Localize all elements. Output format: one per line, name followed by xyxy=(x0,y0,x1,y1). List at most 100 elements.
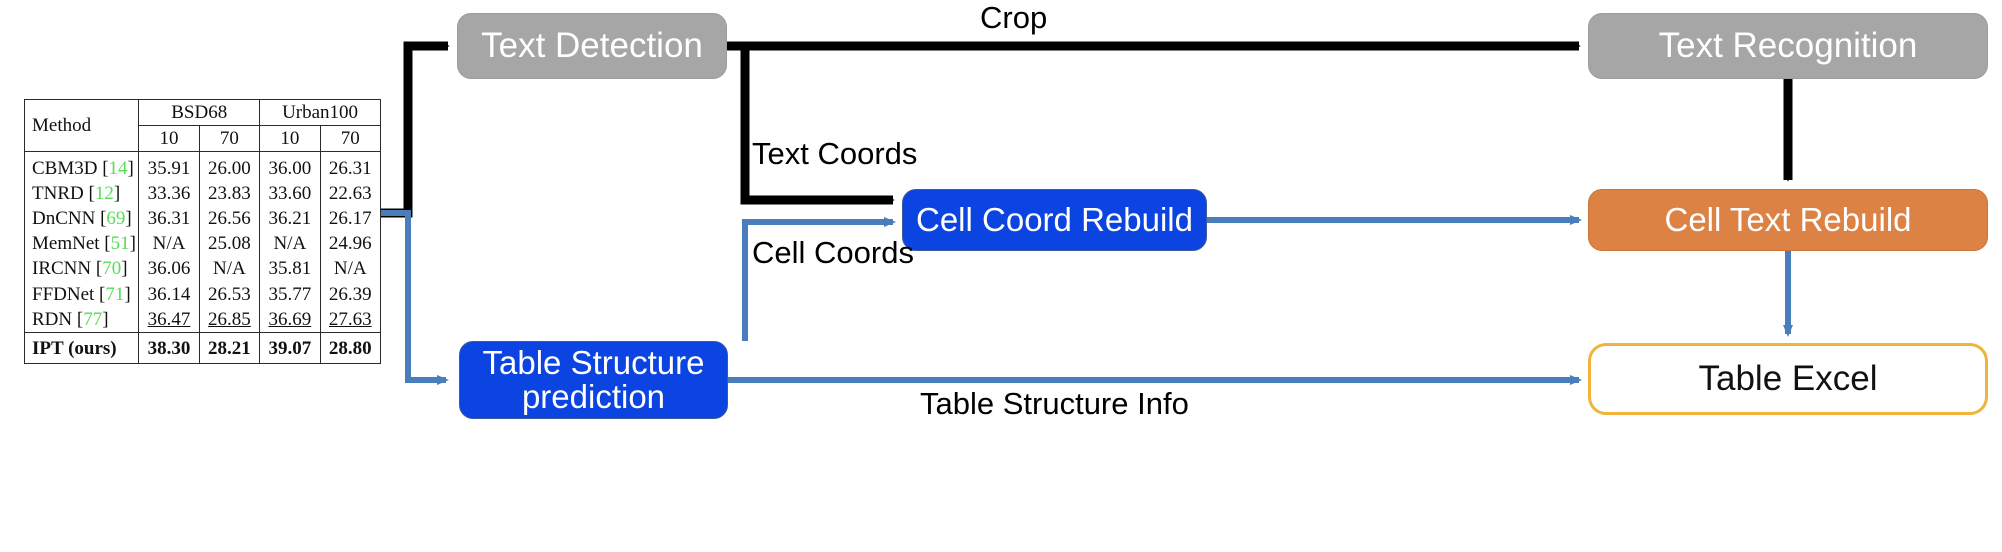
node-text-recognition[interactable]: Text Recognition xyxy=(1588,13,1988,79)
table-cell-value: 27.63 xyxy=(319,306,380,333)
value-text: 36.31 xyxy=(147,208,191,230)
table-row-final: IPT (ours) 38.30 28.21 39.07 28.80 xyxy=(25,332,380,363)
table-cell-value: 26.39 xyxy=(319,281,380,307)
table-cell-value: 33.60 xyxy=(259,181,321,207)
table-sub-header-row: 10 70 10 70 xyxy=(25,125,380,153)
table-cell-method: RDN [77] xyxy=(25,306,139,333)
node-table-structure-prediction-label: Table Structure prediction xyxy=(482,343,705,415)
label-line-1: Table Structure xyxy=(482,343,705,381)
value-text: 26.17 xyxy=(328,208,372,230)
table-cell-value: 36.47 xyxy=(138,306,200,333)
table-cell-value: 35.77 xyxy=(259,281,321,307)
value-text: 33.60 xyxy=(268,183,312,205)
table-cell-method: IPT (ours) xyxy=(25,332,139,363)
node-text-detection[interactable]: Text Detection xyxy=(457,13,727,79)
table-cell-value: 36.06 xyxy=(138,256,200,282)
node-table-excel[interactable]: Table Excel xyxy=(1588,343,1988,415)
table-cell-method: FFDNet [71] xyxy=(32,283,131,305)
value-text: 36.14 xyxy=(147,283,191,305)
value-text: 35.81 xyxy=(268,258,312,280)
table-cell-value: 36.31 xyxy=(138,206,200,232)
value-text: 23.83 xyxy=(208,183,251,205)
value-text: N/A xyxy=(333,258,367,280)
method-name: TNRD xyxy=(32,183,84,205)
node-table-excel-label: Table Excel xyxy=(1698,358,1878,398)
table-cell-value: 35.81 xyxy=(259,256,321,282)
node-cell-coord-rebuild[interactable]: Cell Coord Rebuild xyxy=(902,189,1207,251)
value-text: 27.63 xyxy=(328,308,372,330)
table-cell-value: 28.21 xyxy=(198,332,260,363)
value-text: 33.36 xyxy=(147,183,191,205)
table-cell-value: N/A xyxy=(198,256,260,282)
method-name: IRCNN xyxy=(32,258,92,280)
method-name: RDN xyxy=(32,308,73,330)
table-cell-value: 26.53 xyxy=(198,281,260,307)
value-text: 28.80 xyxy=(328,337,372,359)
node-text-recognition-label: Text Recognition xyxy=(1658,25,1918,65)
citation-ref: 77 xyxy=(83,308,103,330)
method-name: MemNet xyxy=(32,233,100,255)
value-text: 26.53 xyxy=(208,283,251,305)
table-cell-value: 39.07 xyxy=(259,332,321,363)
subheader-urban100-70: 70 xyxy=(319,125,380,153)
node-cell-coord-rebuild-label: Cell Coord Rebuild xyxy=(916,200,1193,238)
edge-label-table-structure-info: Table Structure Info xyxy=(920,386,1189,421)
results-table: Method BSD68 Urban100 10 70 10 70 CBM3D … xyxy=(25,100,380,363)
table-cell-value: 24.96 xyxy=(319,231,380,257)
node-table-structure-prediction[interactable]: Table Structure prediction xyxy=(459,341,728,419)
value-text: 36.69 xyxy=(268,308,312,330)
table-cell-value: N/A xyxy=(259,231,321,257)
value-text: 36.21 xyxy=(268,208,312,230)
node-cell-text-rebuild-label: Cell Text Rebuild xyxy=(1664,200,1912,238)
table-cell-value: 36.00 xyxy=(259,151,321,182)
value-text: 26.56 xyxy=(208,208,251,230)
source-table-figure: Method BSD68 Urban100 10 70 10 70 CBM3D … xyxy=(24,99,381,364)
node-cell-text-rebuild[interactable]: Cell Text Rebuild xyxy=(1588,189,1988,251)
value-text: 38.30 xyxy=(147,337,191,359)
table-cell-value: 23.83 xyxy=(198,181,260,207)
edge-cell-coords xyxy=(742,217,896,341)
value-text: N/A xyxy=(273,233,307,255)
table-row: CBM3D [14]35.91 26.00 36.00 26.31 xyxy=(25,151,380,182)
citation-ref: 14 xyxy=(108,158,128,180)
table-cell-value: 38.30 xyxy=(138,332,200,363)
method-name: IPT (ours) xyxy=(32,337,117,359)
table-cell-value: 28.80 xyxy=(319,332,380,363)
table-cell-value: 26.31 xyxy=(319,151,380,182)
value-text: 26.00 xyxy=(208,158,251,180)
table-cell-value: 22.63 xyxy=(319,181,380,207)
value-text: 26.31 xyxy=(328,158,372,180)
table-cell-method: IRCNN [70] xyxy=(32,258,128,280)
edge-label-text-coords: Text Coords xyxy=(752,136,918,171)
value-text: 39.07 xyxy=(268,337,312,359)
citation-ref: 71 xyxy=(105,283,125,305)
table-cell-method: TNRD [12] xyxy=(32,183,121,205)
edge-source-to-table-structure xyxy=(377,210,449,385)
table-cell-value: 26.56 xyxy=(198,206,260,232)
edge-label-crop: Crop xyxy=(980,0,1048,35)
value-text: 24.96 xyxy=(328,233,372,255)
table-cell-method: CBM3D [14] xyxy=(32,158,134,180)
edge-label-cell-coords: Cell Coords xyxy=(752,235,914,270)
table-cell-value: 26.00 xyxy=(198,151,260,182)
value-text: N/A xyxy=(152,233,186,255)
table-cell-value: N/A xyxy=(138,231,200,257)
value-text: 28.21 xyxy=(208,337,251,359)
method-name: DnCNN xyxy=(32,208,96,230)
method-name: FFDNet xyxy=(32,283,95,305)
value-text: 26.85 xyxy=(208,308,251,330)
table-cell-value: 36.69 xyxy=(259,306,321,333)
citation-ref: 70 xyxy=(102,258,122,280)
label-line-2: prediction xyxy=(521,378,666,415)
table-cell-value: 33.36 xyxy=(138,181,200,207)
table-row: RDN [77]36.47 26.85 36.69 27.63 xyxy=(25,306,380,333)
table-cell-value: 36.21 xyxy=(259,206,321,232)
table-cell-value: 26.17 xyxy=(319,206,380,232)
table-cell-value: 35.91 xyxy=(138,151,200,182)
value-text: 22.63 xyxy=(328,183,372,205)
